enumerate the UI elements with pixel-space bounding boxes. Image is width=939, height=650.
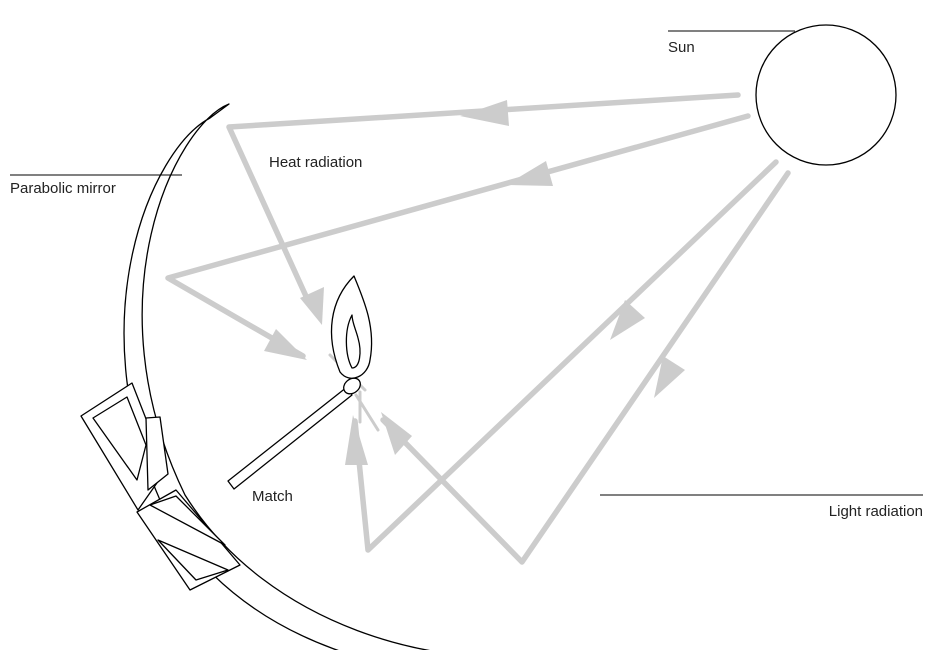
- match-label: Match: [252, 488, 293, 505]
- ray-sun-to-mirror-bottom-1: [355, 162, 776, 550]
- heat-radiation-label: Heat radiation: [269, 154, 362, 171]
- parabolic-mirror: [81, 104, 542, 650]
- light-radiation-label: Light radiation: [829, 503, 923, 520]
- arrowhead-2: [506, 161, 553, 186]
- ray-sun-to-mirror-mid: [168, 116, 748, 356]
- match-stick: [228, 387, 352, 489]
- arrowhead-6: [264, 329, 307, 360]
- sun-label: Sun: [668, 39, 695, 56]
- parabolic-mirror-label: Parabolic mirror: [10, 180, 116, 197]
- ray-sun-to-mirror-bottom-2: [383, 173, 788, 562]
- arrowhead-3: [610, 300, 645, 340]
- sun-circle: [756, 25, 896, 165]
